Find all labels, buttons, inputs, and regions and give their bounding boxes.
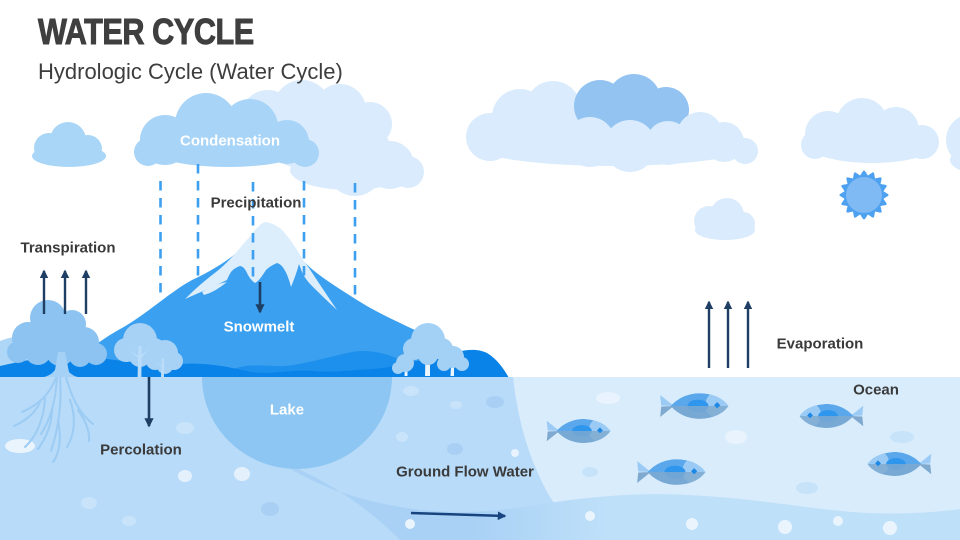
label-condensation: Condensation — [180, 132, 280, 150]
label-evaporation: Evaporation — [776, 335, 864, 353]
tree-trunk — [44, 352, 78, 377]
transpiration-arrows — [39, 269, 91, 314]
label-lake: Lake — [269, 401, 305, 419]
ground-flow-band — [252, 441, 960, 540]
cloud-icon-condensation — [134, 93, 319, 167]
cloud-icon-middle-small — [694, 198, 755, 240]
tree-icon-big — [7, 300, 107, 463]
hill-dark — [0, 349, 509, 378]
ground-flow-arrow — [410, 511, 507, 521]
label-precipitation: Precipitation — [210, 194, 302, 212]
cloud-icon-right-edge — [946, 116, 960, 170]
cloud-icon-top-right — [801, 98, 939, 163]
evaporation-arrows — [704, 300, 753, 368]
label-transpiration: Transpiration — [20, 239, 116, 257]
bubbles — [5, 386, 914, 535]
page-subtitle: Hydrologic Cycle (Water Cycle) — [38, 59, 343, 84]
cloud-icon-top-middle — [466, 74, 758, 172]
sun-icon — [839, 170, 889, 220]
rain-dashes-icon — [159, 164, 357, 299]
tree-roots — [13, 374, 94, 463]
tree-icon-small-left — [114, 323, 183, 377]
label-percolation: Percolation — [100, 441, 182, 459]
snow-cap — [185, 222, 337, 310]
cloud-icon-top-left — [32, 122, 106, 167]
label-ocean: Ocean — [853, 381, 899, 399]
cloud-icon-back-left — [240, 80, 424, 196]
lake-water — [202, 377, 392, 469]
label-ground-flow-water: Ground Flow Water — [396, 463, 534, 481]
mountain-icon — [58, 226, 506, 378]
label-snowmelt: Snowmelt — [223, 318, 295, 336]
tree-foliage — [7, 300, 107, 367]
page-title: WATER CYCLE — [38, 11, 255, 52]
tree-icon-small-right — [392, 323, 469, 376]
